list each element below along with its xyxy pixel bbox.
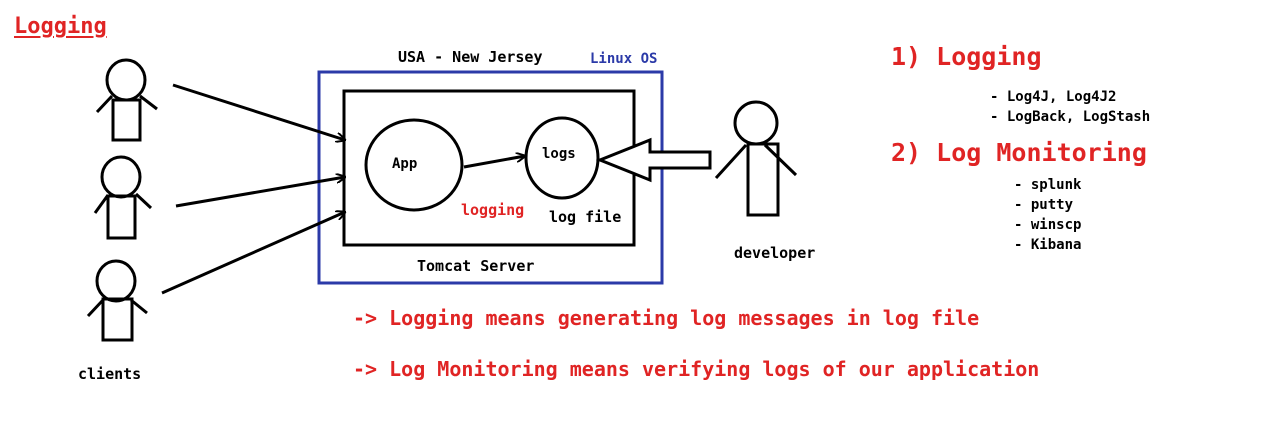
app-to-logs-arrow-icon bbox=[463, 156, 525, 169]
clients-label: clients bbox=[78, 365, 142, 383]
logs-label: logs bbox=[542, 146, 576, 162]
developer-hollow-arrow-icon bbox=[595, 137, 712, 183]
developer-figure-icon bbox=[714, 100, 798, 217]
client-arrow-icon bbox=[175, 177, 345, 208]
developer-label: developer bbox=[734, 244, 816, 262]
section-item: - Kibana bbox=[1014, 237, 1082, 253]
client-arrow-icon bbox=[161, 212, 345, 295]
section-heading-log-monitoring: 2) Log Monitoring bbox=[891, 138, 1147, 167]
client-arrow-icon bbox=[172, 83, 345, 140]
server-label: Tomcat Server bbox=[417, 257, 535, 275]
note-logging-definition: -> Logging means generating log messages… bbox=[353, 306, 980, 330]
logging-label: logging bbox=[461, 201, 525, 219]
section-item: - putty bbox=[1014, 197, 1074, 213]
section-item: - winscp bbox=[1014, 217, 1082, 233]
section-heading-logging: 1) Logging bbox=[891, 42, 1042, 71]
app-label: App bbox=[392, 156, 418, 172]
page-title: Logging bbox=[14, 14, 107, 39]
section-item: - splunk bbox=[1014, 177, 1082, 193]
linux-os-box bbox=[317, 70, 664, 285]
client-figure-icon bbox=[86, 259, 148, 342]
app-circle bbox=[364, 118, 464, 212]
note-monitoring-definition: -> Log Monitoring means verifying logs o… bbox=[353, 357, 1040, 381]
client-figure-icon bbox=[93, 155, 153, 240]
os-label: Linux OS bbox=[590, 51, 658, 67]
client-figure-icon bbox=[95, 58, 158, 142]
section-item: - Log4J, Log4J2 bbox=[990, 89, 1117, 105]
log-file-label: log file bbox=[549, 208, 622, 226]
section-item: - LogBack, LogStash bbox=[990, 109, 1151, 125]
location-label: USA - New Jersey bbox=[398, 48, 543, 66]
